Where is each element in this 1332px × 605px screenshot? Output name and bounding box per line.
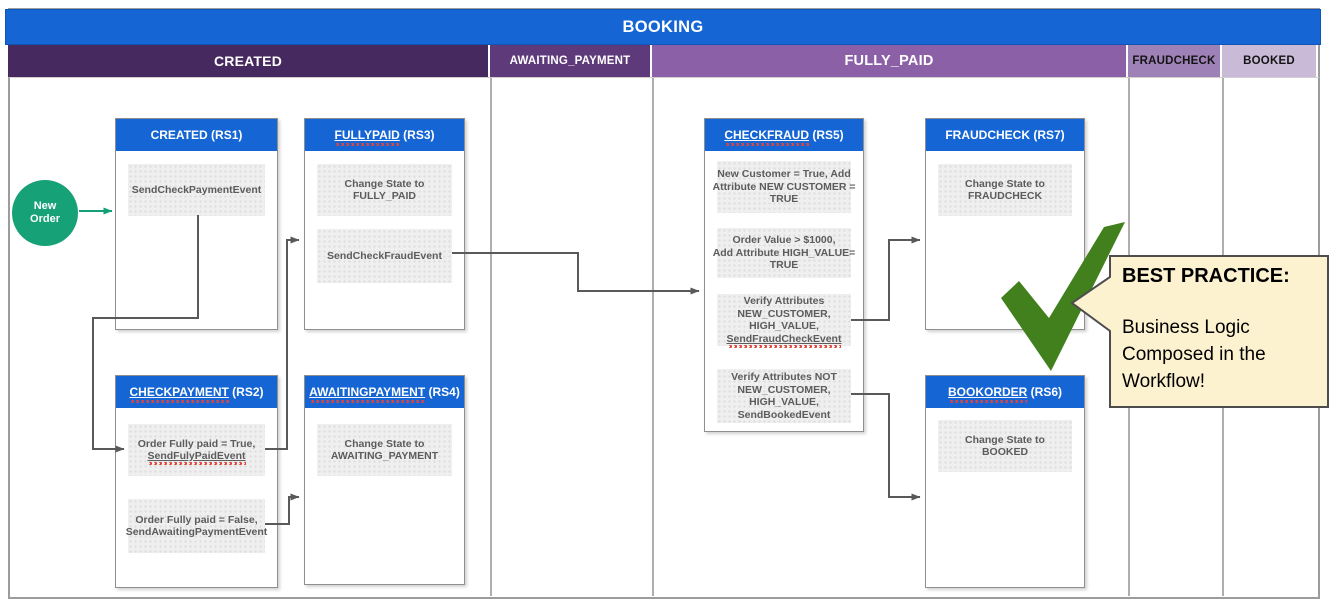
action-text: Change State to [344,437,425,450]
action-text: SendAwaitingPaymentEvent [125,526,268,538]
action-box[interactable]: SendCheckFraudEvent [317,229,452,283]
action-text: SendFulyPaidEvent [147,450,246,462]
action-text: AWAITING_PAYMENT [330,450,439,462]
action-text: SendBookedEvent [737,408,831,421]
state-node-checkpayment-rs2[interactable]: CHECKPAYMENT (RS2) Order Fully paid = Tru… [115,375,278,588]
state-node-header[interactable]: FRAUDCHECK (RS7) [926,119,1084,151]
callout-line: Business Logic [1122,317,1250,338]
new-order-start-node[interactable]: New Order [12,180,78,246]
action-box[interactable]: Order Fully paid = True,SendFulyPaidEven… [128,424,265,476]
lane-header-created[interactable]: CREATED [8,45,488,77]
pool-title-bar[interactable]: BOOKING [5,9,1321,45]
action-text: TRUE [769,193,799,206]
action-text: Attribute NEW CUSTOMER = [712,180,856,193]
action-text: HIGH_VALUE, [749,320,819,332]
state-node-header[interactable]: AWAITINGPAYMENT (RS4) [305,376,464,408]
state-node-title-suffix: (RS2) [228,384,264,399]
pool-title: BOOKING [622,17,704,36]
callout-line: Workflow! [1122,371,1206,392]
state-node-header[interactable]: CHECKFRAUD (RS5) [705,119,863,151]
best-practice-callout[interactable]: BEST PRACTICE: Business Logic Composed i… [1122,264,1322,395]
state-node-title: CHECKPAYMENT [129,384,230,403]
state-node-title-suffix: (RS6) [1027,384,1062,399]
action-text: HIGH_VALUE, [749,396,819,408]
lane-header-fully_paid[interactable]: FULLY_PAID [652,45,1126,77]
action-text: Add Attribute HIGH_VALUE= [712,246,856,259]
state-node-title: FRAUDCHECK [945,127,1030,142]
action-text: FULLY_PAID [352,190,416,202]
action-text: SendFraudCheckEvent [726,332,842,345]
state-node-title-suffix: (RS3) [399,127,435,142]
action-text: NEW_CUSTOMER, [737,307,831,320]
action-text: Verify Attributes [743,295,825,307]
action-text: SendCheckPaymentEvent [131,183,262,196]
action-text: NEW_CUSTOMER, [737,383,831,396]
state-node-title: CHECKFRAUD [724,127,809,146]
state-node-title: AWAITINGPAYMENT [309,384,426,403]
lane-header-awaiting_payment[interactable]: AWAITING_PAYMENT [490,45,650,77]
action-text: Verify Attributes NOT [731,371,837,383]
state-node-title-suffix: (RS4) [425,384,460,399]
action-box[interactable]: Order Fully paid = False,SendAwaitingPay… [125,499,268,553]
action-box[interactable]: SendCheckPaymentEvent [128,164,265,216]
state-node-title: FULLYPAID [334,127,401,146]
state-node-title-suffix: (RS7) [1030,127,1065,142]
callout-line: Composed in the [1122,344,1266,365]
lane-header-booked[interactable]: BOOKED [1222,45,1316,77]
callout-title: BEST PRACTICE: [1122,265,1290,287]
action-text: TRUE [769,259,799,272]
state-node-header[interactable]: CREATED (RS1) [116,119,277,151]
action-text: BOOKED [981,446,1029,458]
lane-body-divider [9,77,1319,78]
action-text: Change State to [344,177,425,190]
lane-divider [490,78,492,596]
action-text: SendCheckFraudEvent [327,249,442,262]
action-text: New Customer = True, Add [717,168,851,181]
state-node-title: BOOKORDER [947,384,1028,403]
lane-divider [652,78,654,596]
action-text: Change State to [965,177,1045,190]
action-text: Order Fully paid = True, [137,437,256,450]
state-node-title-suffix: (RS1) [207,127,243,142]
state-node-title-suffix: (RS5) [809,127,844,142]
action-text: FRAUDCHECK [967,190,1043,202]
action-text: Order Fully paid = False, [135,513,258,526]
state-node-header[interactable]: CHECKPAYMENT (RS2) [116,376,277,408]
state-node-created-rs1[interactable]: CREATED (RS1) SendCheckPaymentEvent [115,118,278,330]
action-box[interactable]: Order Value > $1000,Add Attribute HIGH_V… [713,228,855,278]
state-node-title: CREATED [150,127,208,142]
state-node-header[interactable]: FULLYPAID (RS3) [305,119,464,151]
state-node-checkfraud-rs5[interactable]: CHECKFRAUD (RS5) New Customer = True, Add… [704,118,864,432]
state-node-header[interactable]: BOOKORDER (RS6) [926,376,1084,408]
action-text: Change State to [965,433,1045,446]
lane-header-fraudcheck[interactable]: FRAUDCHECK [1128,45,1220,77]
action-text: Order Value > $1000, [732,234,836,247]
new-order-label: New Order [30,200,60,225]
